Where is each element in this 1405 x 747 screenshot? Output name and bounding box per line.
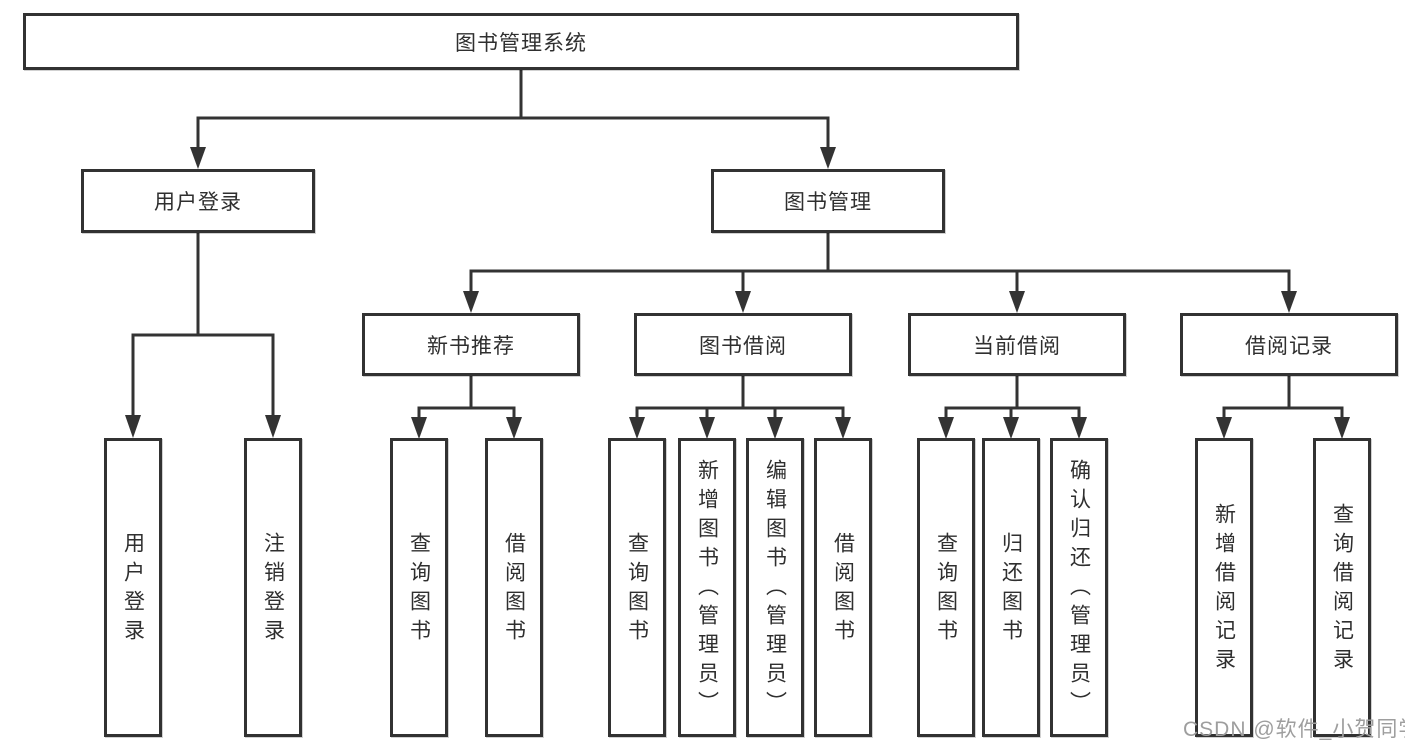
leaf-bb-borrow-books: 借阅图书 — [814, 438, 872, 737]
leaf-br-add-record: 新增借阅记录 — [1195, 438, 1253, 737]
connector-book-borrow-to-leaves — [629, 376, 851, 439]
node-root-system: 图书管理系统 — [23, 13, 1019, 70]
leaf-cb-query-books: 查询图书 — [917, 438, 975, 737]
node-new-book-recommend: 新书推荐 — [362, 313, 580, 376]
connector-book-mgmt-to-level3 — [463, 233, 1297, 313]
connector-current-borrow-to-leaves — [938, 376, 1087, 439]
connector-root-to-level2 — [190, 70, 836, 169]
leaf-bb-edit-books-admin: 编辑图书（管理员） — [746, 438, 804, 737]
leaf-rec-borrow-books: 借阅图书 — [485, 438, 543, 737]
node-book-borrow: 图书借阅 — [634, 313, 852, 376]
node-book-management: 图书管理 — [711, 169, 945, 233]
node-user-login: 用户登录 — [81, 169, 315, 233]
leaf-br-query-record: 查询借阅记录 — [1313, 438, 1371, 737]
leaf-rec-query-books: 查询图书 — [390, 438, 448, 737]
leaf-cb-confirm-return-admin: 确认归还（管理员） — [1050, 438, 1108, 737]
node-current-borrow: 当前借阅 — [908, 313, 1126, 376]
connector-borrow-records-to-leaves — [1216, 376, 1350, 439]
node-borrow-records: 借阅记录 — [1180, 313, 1398, 376]
leaf-user-login: 用户登录 — [104, 438, 162, 737]
leaf-logout: 注销登录 — [244, 438, 302, 737]
connector-user-login-to-leaves — [125, 233, 281, 438]
connector-new-book-rec-to-leaves — [411, 376, 522, 439]
csdn-watermark: CSDN @软件_小贺同学 — [1183, 718, 1405, 741]
leaf-cb-return-books: 归还图书 — [982, 438, 1040, 737]
leaf-bb-query-books: 查询图书 — [608, 438, 666, 737]
leaf-bb-add-books-admin: 新增图书（管理员） — [678, 438, 736, 737]
